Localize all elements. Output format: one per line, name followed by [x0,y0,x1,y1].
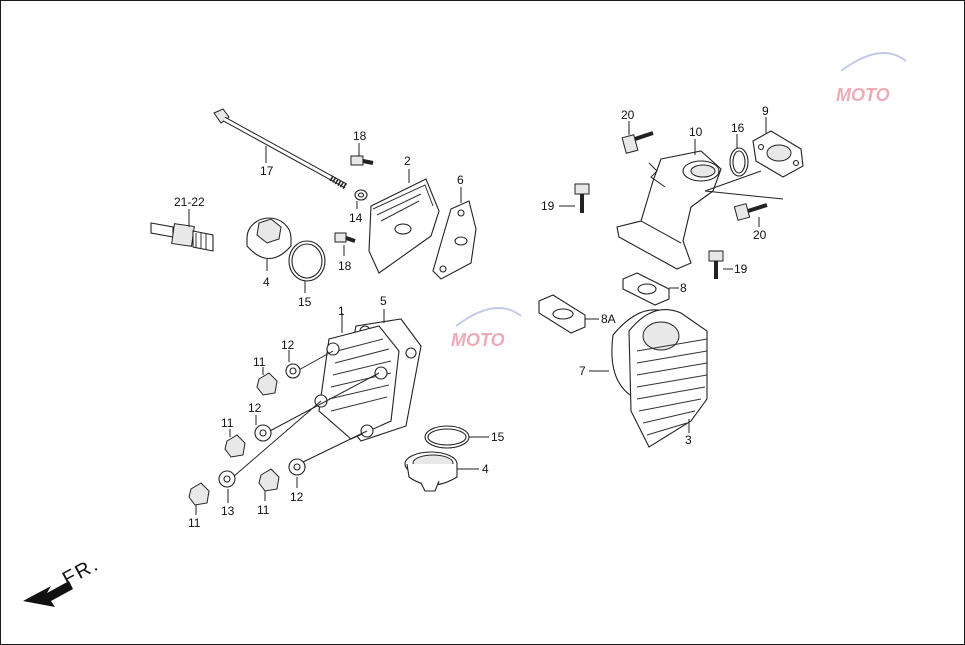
callout-18-lower: 18 [338,259,352,273]
callout-19-upper: 19 [541,199,555,213]
callout-11-a: 11 [253,355,266,369]
part-1-cylinder-head: 1 [314,304,400,440]
part-21-22-spark-plug: 21-22 [150,195,214,252]
callout-5: 5 [380,294,387,308]
callout-14: 14 [349,211,363,225]
watermark-text: MOTO [451,330,505,350]
part-8a-gasket: 8A [538,294,616,334]
front-arrow-icon [23,581,73,607]
part-6-gasket: 6 [432,173,477,280]
part-17-stud-bolt: 17 [213,108,348,190]
callout-15-lower: 15 [491,430,505,444]
front-direction-label: FR. [59,553,103,590]
callout-21-22: 21-22 [174,195,205,209]
part-18-bolt-lower: 18 [334,232,356,273]
callout-8: 8 [680,281,687,295]
part-12-washer-b: 12 [248,401,272,442]
part-14-washer: 14 [349,189,368,225]
moto-watermark-top-right: MOTO [836,52,907,105]
part-16-o-ring: 16 [729,121,749,177]
callout-11-c: 11 [188,516,201,530]
part-10-intake-manifold: 10 [616,125,722,270]
callout-12-b: 12 [248,401,262,415]
callout-20-upper: 20 [621,108,635,122]
callout-19-lower: 19 [734,262,748,276]
part-12-washer-a: 12 [281,338,301,379]
callout-12-c: 12 [290,490,304,504]
callout-17: 17 [260,164,274,178]
callout-2: 2 [404,154,411,168]
assembly-leader-lines [232,350,380,478]
part-3-cylinder: 3 [628,309,708,448]
part-12-washer-c: 12 [288,458,306,504]
part-11-nut-a: 11 [253,355,278,396]
callout-11-b: 11 [221,416,234,430]
callout-7: 7 [579,364,586,378]
moto-watermark-middle: MOTO [451,307,522,350]
part-18-bolt-upper: 18 [350,129,374,166]
part-11-nut-b: 11 [221,416,246,458]
callout-12-a: 12 [281,338,295,352]
callout-11-d: 11 [257,503,270,517]
callout-4-lower: 4 [482,462,489,476]
part-11-nut-d: 11 [257,468,280,517]
callout-10: 10 [689,125,703,139]
callout-1: 1 [338,304,345,318]
callout-9: 9 [762,104,769,118]
callout-8a: 8A [601,312,616,326]
callout-16: 16 [731,121,745,135]
callout-4-upper: 4 [263,275,270,289]
callout-15-upper: 15 [298,295,312,309]
part-2-cover: 2 [368,154,440,274]
part-20-bolt-upper: 20 [621,108,654,154]
part-20-bolt-lower: 20 [704,170,784,242]
part-13-washer: 13 [218,470,236,518]
part-8-gasket: 8 [622,272,687,306]
callout-3: 3 [685,433,692,447]
callout-20-lower: 20 [753,228,767,242]
part-9-insulator: 9 [752,104,804,178]
front-direction-indicator: FR. [23,553,103,607]
part-19-bolt-lower: 19 [708,250,748,279]
part-4-filler-plug-upper: 4 [246,217,292,289]
callout-13: 13 [221,504,235,518]
part-11-nut-c: 11 [188,482,210,530]
part-19-bolt-upper: 19 [541,183,590,213]
part-15-o-ring-upper: 15 [288,240,326,309]
watermark-text: MOTO [836,85,890,105]
part-15-o-ring-lower: 15 [424,425,505,449]
callout-6: 6 [457,173,464,187]
callout-18-upper: 18 [353,129,367,143]
part-4-filler-plug-lower: 4 [404,451,489,492]
